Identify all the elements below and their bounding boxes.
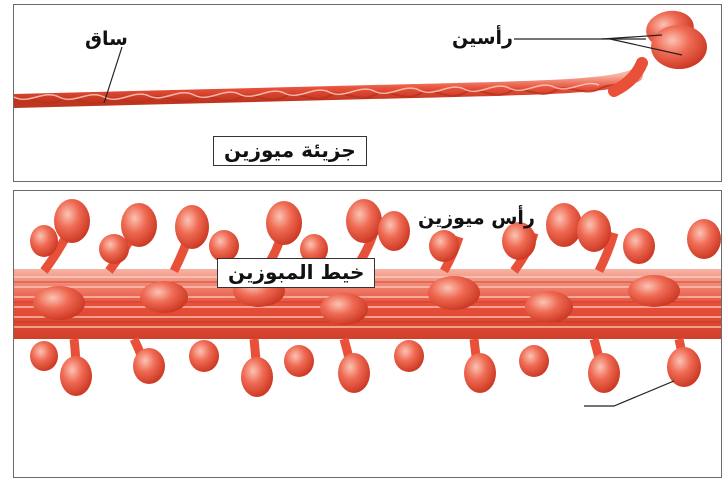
two-heads-label: رأسين [452,27,513,49]
myosin-filament-panel [13,190,722,478]
myosin-filament-title: خيط المبوزين [217,258,375,288]
myosin-filament-illustration [14,191,722,478]
myosin-tail [14,63,642,103]
lower-myosin-heads [30,339,701,397]
upper-myosin-heads [30,199,721,271]
stem-label: ساق [85,28,128,50]
myosin-heads [643,7,707,69]
myosin-molecule-title: جزيئة ميوزين [213,136,367,166]
myosin-head-label: رأس ميوزين [418,207,535,229]
